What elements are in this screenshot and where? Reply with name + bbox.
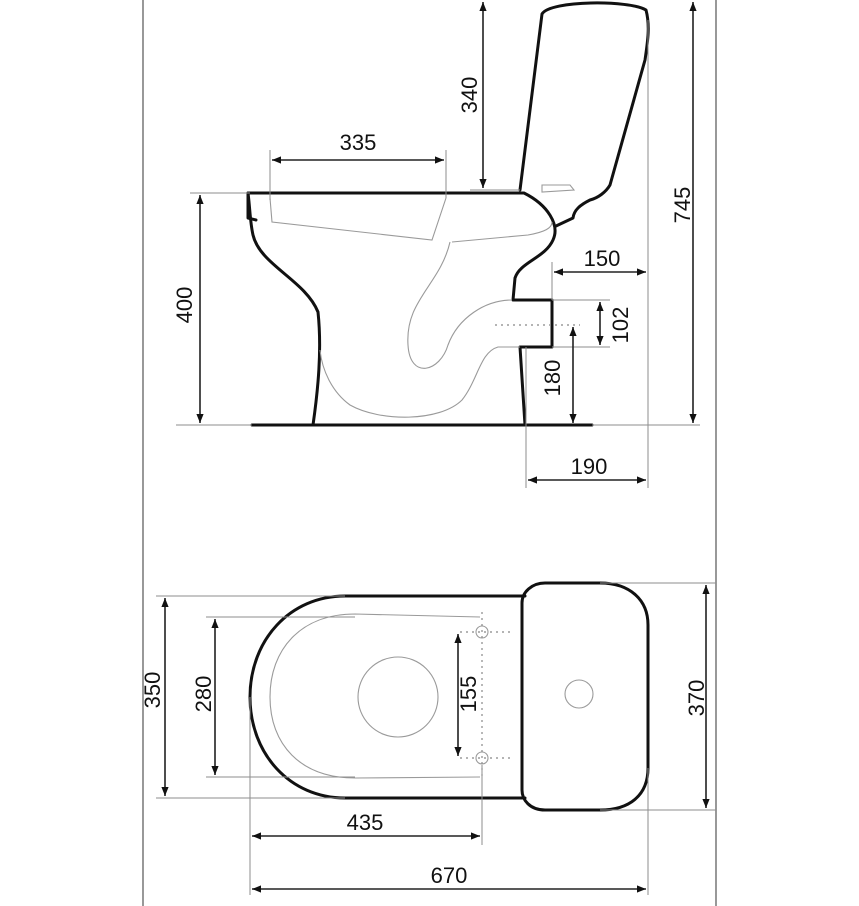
drawing-frame [142,0,717,906]
trapway-lower [319,346,520,418]
trapway [407,241,513,369]
dim-mount-hole-spacing: 155 [456,676,481,713]
seat-cavity [269,197,447,241]
dim-outlet-depth: 150 [584,246,621,271]
side-view: 335 340 745 400 150 102 180 190 [172,1,700,488]
flush-button [564,679,594,709]
bowl-outline [246,191,557,427]
tank-lid-edge [541,184,576,193]
dim-seat-width: 280 [191,676,216,713]
dim-tank-width: 370 [684,680,709,717]
dim-seat-opening-width: 335 [340,130,377,155]
dim-total-length: 670 [431,863,468,888]
dim-bowl-height: 400 [172,287,197,324]
tank-outline [518,1,650,228]
bowl-opening [357,656,439,738]
dim-outlet-diameter: 102 [608,307,633,344]
dim-bowl-to-holes: 435 [347,810,384,835]
top-view: 350 280 155 370 435 670 [140,581,716,895]
tank-top-outline [520,581,650,812]
rim-edge [246,191,258,222]
seat-cavity-right [451,221,553,243]
dim-total-height: 745 [670,187,695,224]
dim-outlet-offset: 190 [571,454,608,479]
seat-ring [269,613,481,779]
dim-tank-height: 340 [457,77,482,114]
dim-bowl-width: 350 [140,672,165,709]
dim-outlet-height: 180 [540,360,565,397]
